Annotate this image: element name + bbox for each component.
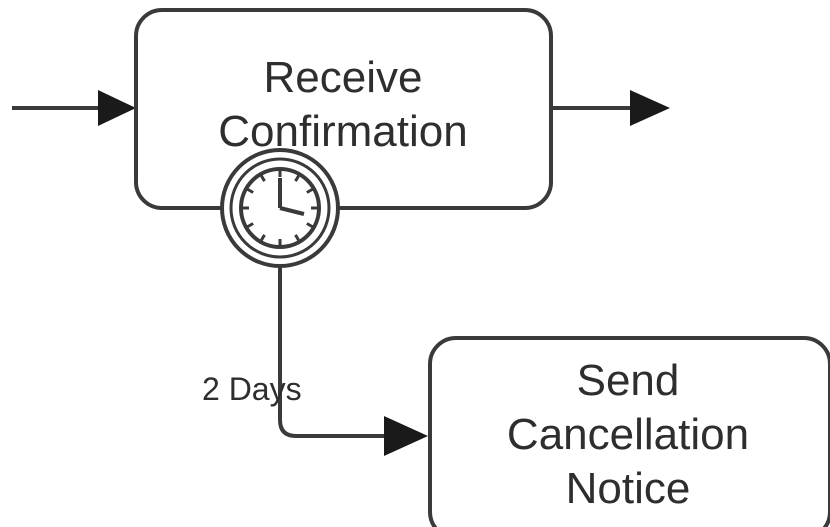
task-cancel-label-line-3: Notice — [566, 464, 691, 513]
exception-arrowhead — [384, 416, 428, 456]
clock-tick — [294, 234, 301, 243]
clock-tick — [306, 222, 315, 229]
clock-tick — [306, 187, 315, 194]
clock-tick — [245, 222, 254, 229]
timer-flow-label: 2 Days — [202, 371, 302, 407]
timer-boundary-event[interactable] — [220, 148, 340, 268]
task-send-cancellation-notice[interactable]: Send Cancellation Notice — [428, 336, 830, 527]
incoming-arrowhead — [98, 90, 136, 126]
task-receive-label-line-2: Confirmation — [218, 107, 467, 156]
task-receive-label-line-1: Receive — [264, 53, 423, 102]
clock-tick — [259, 173, 266, 182]
task-cancel-label-line-2: Cancellation — [507, 410, 749, 459]
timer-exception-flow — [278, 265, 428, 456]
clock-icon — [239, 167, 321, 249]
incoming-flow — [12, 90, 136, 126]
task-receive-confirmation[interactable]: Receive Confirmation — [134, 8, 553, 210]
task-cancel-label-line-1: Send — [577, 356, 680, 405]
outgoing-arrowhead — [630, 90, 670, 126]
outgoing-flow — [551, 90, 670, 126]
clock-tick — [259, 234, 266, 243]
clock-tick — [245, 187, 254, 194]
clock-tick — [294, 173, 301, 182]
